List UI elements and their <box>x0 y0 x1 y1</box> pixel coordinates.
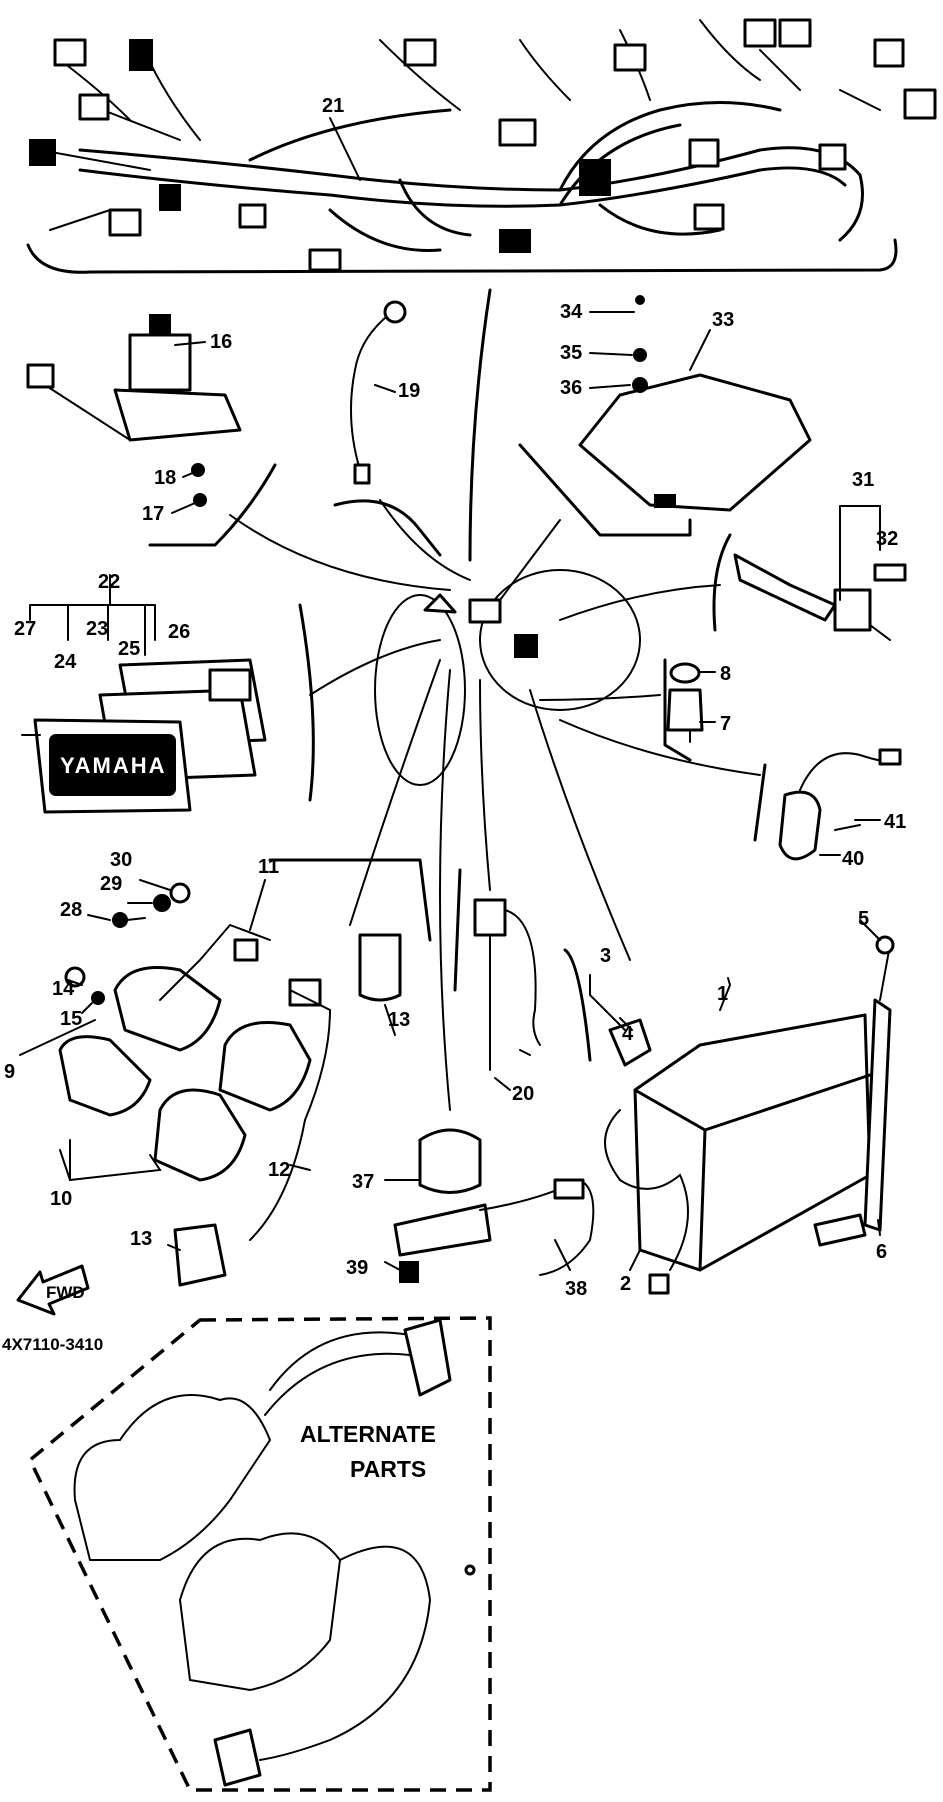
part-number: 10 <box>50 1188 72 1210</box>
part-number: 19 <box>398 380 420 402</box>
part-number: 22 <box>98 571 120 593</box>
resistor-assembly <box>733 553 907 641</box>
regulator <box>578 295 812 512</box>
part-number: 17 <box>142 503 164 525</box>
alternate-parts-region <box>27 1316 492 1792</box>
part-number: 27 <box>14 618 36 640</box>
wire-harness <box>26 18 937 274</box>
part-number: 39 <box>346 1257 368 1279</box>
license-plate-text: YAMAHA <box>60 753 167 778</box>
part-number: 28 <box>60 899 82 921</box>
part-number: 14 <box>52 978 75 1000</box>
part-number: 32 <box>876 528 898 550</box>
main-switch <box>26 314 242 507</box>
part-number: 12 <box>268 1159 290 1181</box>
part-number: 7 <box>720 713 731 735</box>
leader-lines <box>19 117 881 1271</box>
forward-direction-arrow: FWD <box>16 1264 90 1316</box>
part-number: 8 <box>720 663 731 685</box>
part-number: 40 <box>842 848 864 870</box>
license-light-assembly: YAMAHA <box>21 658 267 814</box>
starter-relay <box>393 1128 595 1283</box>
ignition-coils <box>58 923 402 1287</box>
part-number: 41 <box>884 811 906 833</box>
forward-arrow-text: FWD <box>46 1283 85 1302</box>
alternate-parts-label-line1: ALTERNATE <box>300 1421 436 1447</box>
part-number: 26 <box>168 621 190 643</box>
part-number: 35 <box>560 342 582 364</box>
part-number-labels: 21 16 19 18 17 34 35 36 33 31 32 22 27 2… <box>4 95 906 1300</box>
part-number: 2 <box>620 1273 631 1295</box>
sender-switch <box>473 898 541 1071</box>
part-number: 38 <box>565 1278 587 1300</box>
part-number: 11 <box>258 856 279 878</box>
part-number: 37 <box>352 1171 374 1193</box>
part-number: 23 <box>86 618 108 640</box>
part-number: 13 <box>130 1228 152 1250</box>
bracket-marks <box>148 443 767 1062</box>
connection-lines <box>229 288 761 1111</box>
part-number: 5 <box>858 908 869 930</box>
part-number: 6 <box>876 1241 887 1263</box>
diagram-code: 4X7110-3410 <box>2 1335 103 1354</box>
battery <box>604 935 895 1295</box>
alternate-parts-label-line2: PARTS <box>350 1456 426 1482</box>
part-number: 9 <box>4 1061 15 1083</box>
part-number: 21 <box>322 95 344 117</box>
part-number: 30 <box>110 849 132 871</box>
part-number: 16 <box>210 331 232 353</box>
part-number: 13 <box>388 1009 410 1031</box>
part-number: 3 <box>600 945 611 967</box>
part-number: 31 <box>852 469 874 491</box>
part-number: 24 <box>54 651 77 673</box>
part-number: 15 <box>60 1008 82 1030</box>
part-number: 34 <box>560 301 583 323</box>
part-number: 36 <box>560 377 582 399</box>
part-number: 25 <box>118 638 140 660</box>
oil-pressure-switch <box>666 662 704 743</box>
part-number: 20 <box>512 1083 534 1105</box>
part-number: 18 <box>154 467 176 489</box>
part-number: 1 <box>717 983 728 1005</box>
part-number: 33 <box>712 309 734 331</box>
part-number: 29 <box>100 873 122 895</box>
part-number: 4 <box>622 1023 634 1045</box>
sensor-wire <box>350 300 407 485</box>
plate-screws <box>112 882 191 928</box>
relay <box>778 748 902 861</box>
